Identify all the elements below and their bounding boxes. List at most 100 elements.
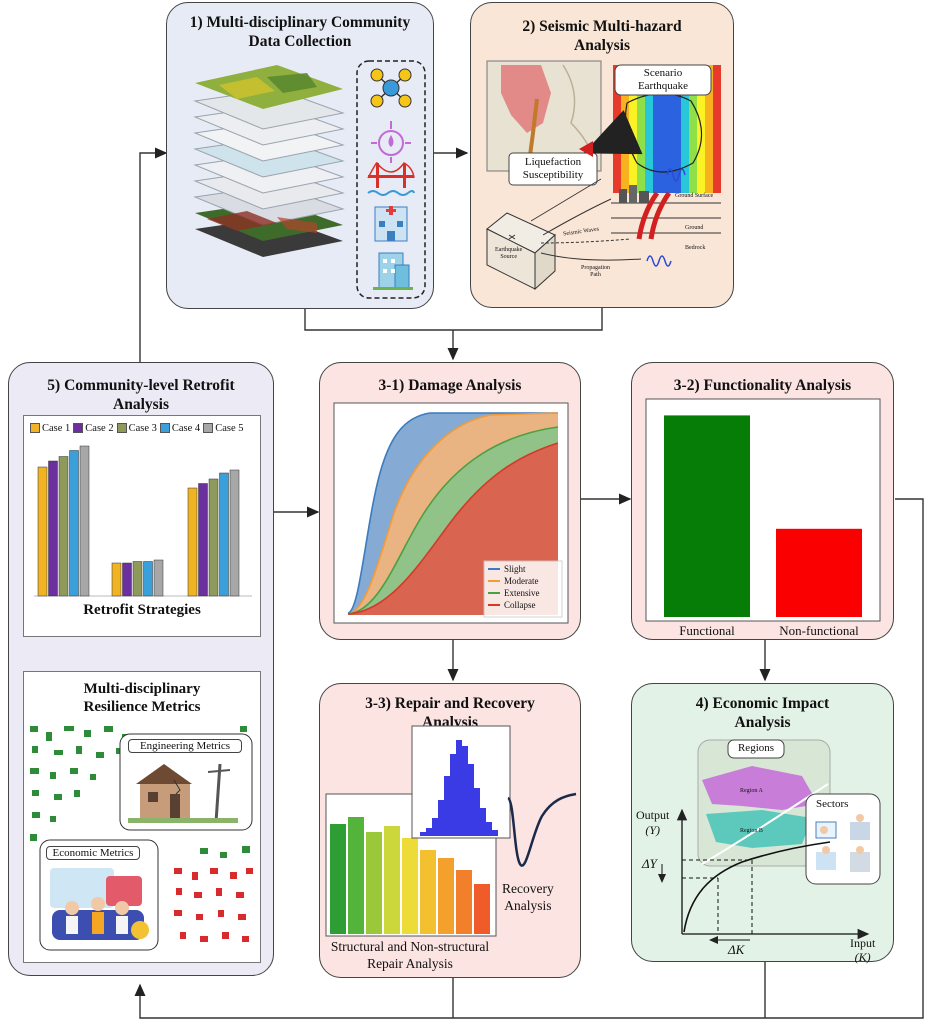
legend-case-5: Case 5 (203, 421, 243, 435)
repair-recovery-illustration (325, 725, 577, 937)
sectors-label: Sectors (816, 798, 849, 810)
gis-layers-illustration (193, 60, 426, 299)
legend-case-4: Case 4 (159, 421, 201, 435)
panel-3-2-title: 3-2) Functionality Analysis (673, 377, 852, 394)
legend-moderate: Moderate (504, 576, 539, 586)
curve-extensive (347, 426, 559, 615)
panel-1-title-line1: 1) Multi-disciplinary Community (189, 14, 411, 31)
panel-3-3-title-line1: 3-3) Repair and Recovery (365, 695, 535, 712)
panel-repair-recovery: 3-3) Repair and Recovery Analysis Recove… (319, 683, 581, 978)
resilience-metrics-title: Multi-disciplinary Resilience Metrics (24, 680, 260, 716)
repair-analysis-label: Structural and Non-structural Repair Ana… (320, 938, 500, 972)
fragility-curve-chart (333, 402, 569, 624)
retrofit-bar-group2-case3 (132, 561, 143, 597)
liquefaction-label: Liquefaction Susceptibility (509, 156, 597, 182)
panel-1-title-line2: Data Collection (248, 33, 352, 50)
earthquake-source-label: Earthquake Source (495, 247, 522, 261)
scenario-earthquake-label: Scenario Earthquake (615, 67, 711, 93)
curve-moderate (347, 412, 559, 615)
engineering-metrics-label: Engineering Metrics (128, 739, 242, 753)
recovery-curve (507, 792, 577, 867)
panel-2-title-line1: 2) Seismic Multi-hazard (522, 18, 682, 35)
functionality-bar-non-functional (776, 528, 862, 617)
panel-2-title-line2: Analysis (574, 37, 630, 54)
legend-slight: Slight (504, 564, 526, 574)
legend-case-3-label: Case 3 (128, 422, 157, 434)
liquefaction-label-line1: Liquefaction (524, 156, 582, 168)
panel-4-title-line1: 4) Economic Impact (695, 695, 830, 712)
ground-label: Ground (685, 225, 704, 231)
feedback-loop (134, 498, 924, 1019)
legend-collapse: Collapse (504, 600, 536, 610)
retrofit-bar-group3-case3 (208, 478, 219, 597)
retrofit-bar-group2-case1 (111, 562, 122, 597)
output-axis-label: Output (Y) (636, 808, 669, 838)
input-label-line2: (K) (854, 950, 871, 964)
map-layer-stack (193, 65, 345, 257)
liquefaction-label-box (508, 152, 598, 186)
metrics-title-line1: Multi-disciplinary (83, 681, 201, 697)
liquefaction-label-line2: Susceptibility (522, 169, 584, 181)
fault-block (486, 178, 642, 291)
panel-functionality-analysis: 3-2) Functionality Analysis Functional N… (631, 362, 894, 640)
path-label-line2: Path (590, 272, 601, 278)
fragility-legend-labels: Slight Moderate Extensive Collapse (504, 563, 540, 611)
repair-label-line1: Structural and Non-structural (330, 939, 490, 954)
regions-label-box (727, 739, 785, 759)
legend-case-3: Case 3 (116, 421, 157, 435)
recovery-label-line1: Recovery (502, 881, 554, 896)
retrofit-bar-chart (34, 445, 252, 597)
ground-profile (611, 168, 721, 267)
delta-k-label: ΔK (728, 942, 745, 957)
region-b-label: Region B (740, 828, 763, 834)
bedrock-label: Bedrock (685, 245, 706, 251)
economic-people-icon (50, 868, 149, 940)
fragility-legend (483, 560, 563, 618)
legend-case-5-label: Case 5 (215, 422, 244, 434)
scenario-label-line2: Earthquake (637, 80, 689, 92)
delta-y-label: ΔY (642, 856, 657, 871)
legend-case-1: Case 1 (30, 421, 70, 435)
power-network-icon (370, 68, 412, 108)
curve-slight (347, 412, 558, 614)
output-label-line1: Output (636, 808, 670, 822)
source-label-line2: Source (500, 254, 517, 260)
input-label-line1: Input (850, 936, 876, 950)
retrofit-bar-group1-case1 (37, 466, 48, 597)
source-label-line1: Earthquake (495, 247, 523, 253)
icon-set-frame (356, 60, 426, 299)
scenario-label-line1: Scenario (643, 67, 683, 79)
regions-label: Regions (737, 742, 775, 754)
production-curve (683, 841, 831, 933)
legend-case-4-label: Case 4 (171, 422, 201, 434)
input-axis-label: Input (K) (850, 936, 875, 964)
retrofit-bar-group1-case4 (69, 450, 79, 597)
ground-surface-label: Ground Surface (675, 193, 714, 199)
region-a-label: Region A (740, 788, 763, 794)
retrofit-strategies-label: Retrofit Strategies (83, 602, 201, 618)
retrofit-bar-group3-case1 (187, 487, 198, 597)
resilience-metrics-box: Multi-disciplinary Resilience Metrics (23, 671, 261, 963)
bridge-icon (367, 162, 415, 196)
building-icon (373, 252, 413, 290)
retrofit-bar-group1-case3 (58, 456, 69, 597)
propagation-path-label: Propagation Path (581, 265, 610, 279)
building-map (30, 726, 253, 951)
recovery-analysis-label: Recovery Analysis (502, 880, 554, 914)
scenario-label-box (614, 64, 712, 96)
legend-case-2-label: Case 2 (85, 422, 114, 434)
retrofit-bar-group2-case5 (153, 559, 164, 597)
panel-4-title-line2: Analysis (734, 714, 791, 731)
output-label-line2: (Y) (645, 823, 660, 837)
economic-illustration (658, 739, 881, 944)
panel-5-title-line2: Analysis (113, 396, 169, 413)
metrics-title-line2: Resilience Metrics (83, 699, 201, 715)
sector-icons (815, 814, 870, 872)
panel-damage-analysis: 3-1) Damage Analysis Slight Moderate Ext… (319, 362, 581, 640)
bracket-1-2 (304, 308, 603, 331)
panel-5-title-line1: 5) Community-level Retrofit (47, 377, 235, 394)
legend-case-1-label: Case 1 (42, 422, 71, 434)
retrofit-bar-group1-case5 (79, 445, 90, 597)
functionality-bar-functional (664, 415, 750, 617)
repair-label-line2: Repair Analysis (367, 956, 453, 971)
